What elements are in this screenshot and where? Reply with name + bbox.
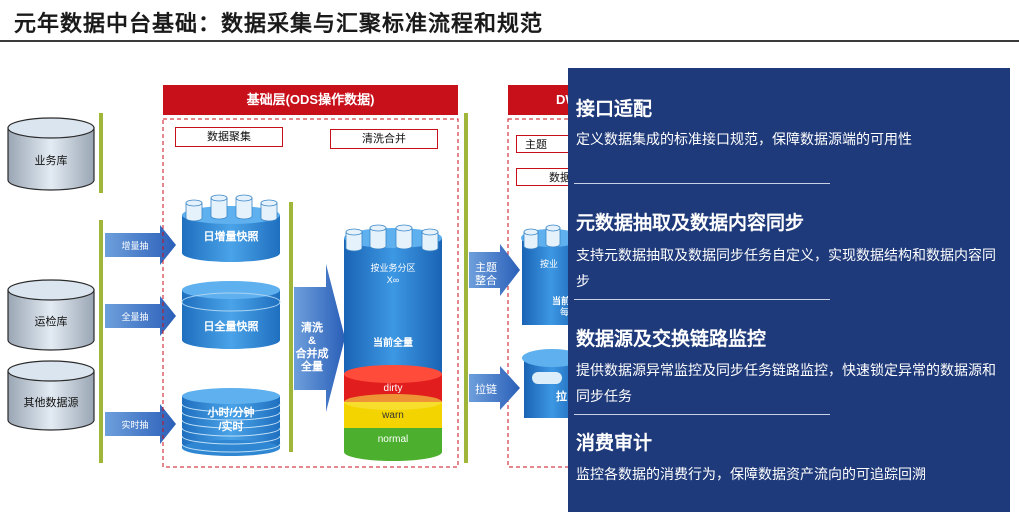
panel-divider-2 (574, 299, 830, 300)
dw-cylinder-2 (522, 349, 582, 418)
dw-cyl2-text: 拉 (556, 391, 567, 403)
arrow-merge (294, 264, 345, 412)
source-label-ops: 运检库 (34, 316, 68, 328)
arrow-realtime (105, 404, 176, 444)
ods-collect-box: 数据聚集 (175, 127, 283, 147)
arrow-topic-label: 主题 整合 (475, 262, 497, 287)
dw-cylinder-1 (521, 224, 581, 325)
ods-merge-box: 清洗合并 (330, 129, 438, 149)
arrow-incremental (105, 225, 176, 265)
panel-divider-1 (574, 183, 830, 184)
arrow-label-full: 全量抽 (121, 312, 149, 322)
dw-cyl1-text3: 每 (560, 307, 570, 317)
dw-cyl1-text1: 按业 (540, 259, 559, 269)
source-cylinder-other (7, 360, 95, 431)
panel-heading-interface: 接口适配 (576, 99, 653, 120)
ods-header: 基础层(ODS操作数据) (163, 85, 458, 115)
quality-normal: normal (377, 434, 409, 445)
panel-heading-audit: 消费审计 (576, 433, 653, 454)
arrow-label-incremental: 增量抽 (121, 241, 149, 251)
panel-heading-metadata: 元数据抽取及数据内容同步 (576, 213, 805, 234)
full-label: 当前全量 (373, 338, 413, 349)
source-cylinder-business (7, 117, 95, 191)
panel-heading-monitoring: 数据源及交换链路监控 (576, 329, 767, 350)
arrow-zip (469, 366, 520, 410)
arrow-full (105, 296, 176, 336)
dw-cyl1-text2: 当前 (552, 296, 571, 306)
partition-label: 按业务分区 X∞ (370, 263, 416, 285)
quality-warn: warn (382, 410, 404, 421)
panel-desc-interface: 定义数据集成的标准接口规范，保障数据源端的可用性 (576, 131, 912, 147)
arrow-zip-label: 拉链 (475, 384, 497, 396)
store-realtime (181, 388, 281, 456)
store-label-incremental: 日增量快照 (203, 231, 259, 243)
panel-desc-audit: 监控各数据的消费行为，保障数据资产流向的可追踪回溯 (576, 466, 926, 482)
panel-desc-metadata: 支持元数据抽取及数据同步任务自定义，实现数据结构和数据内容同步 (576, 247, 996, 289)
panel-divider-3 (574, 414, 830, 415)
page-title: 元年数据中台基础：数据采集与汇聚标准流程和规范 (14, 11, 544, 36)
ods-main-cylinder (344, 224, 442, 461)
source-cylinder-ops (7, 279, 95, 351)
store-daily-full (181, 281, 281, 349)
info-panel: 接口适配 定义数据集成的标准接口规范，保障数据源端的可用性 元数据抽取及数据内容… (568, 68, 1010, 512)
quality-dirty: dirty (383, 383, 403, 394)
store-daily-incremental (182, 194, 280, 262)
panel-desc-monitoring: 提供数据源异常监控及同步任务链路监控，快速锁定异常的数据源和同步任务 (576, 362, 996, 404)
arrow-topic (469, 244, 520, 296)
dw-box-topic: 主题 (516, 135, 576, 153)
title-divider (0, 40, 1019, 42)
merge-arrow-label: 清洗 & 合并成 全量 (295, 322, 329, 373)
arrow-label-realtime: 实时抽 (121, 420, 149, 430)
dw-box-data: 数据 (516, 168, 576, 186)
store-label-realtime: 小时/分钟 /实时 (207, 407, 255, 433)
store-label-full: 日全量快照 (203, 321, 259, 333)
source-label-business: 业务库 (34, 155, 68, 167)
source-label-other: 其他数据源 (23, 397, 79, 409)
